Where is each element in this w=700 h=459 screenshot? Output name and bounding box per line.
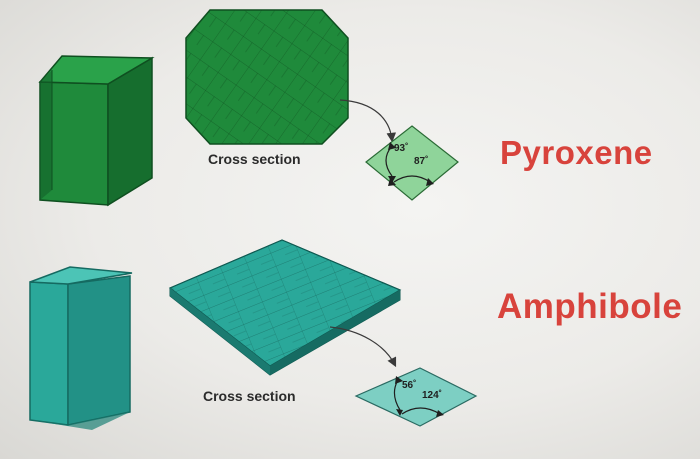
amphibole-cleavage-diamond	[354, 367, 478, 427]
pyroxene-angle-87: 87˚	[414, 156, 429, 167]
amphibole-arrow	[329, 326, 397, 368]
amphibole-angle-124: 124˚	[422, 390, 443, 401]
pyroxene-arrow	[339, 99, 397, 143]
amphibole-title: Amphibole	[497, 287, 683, 326]
pyroxene-angle-93: 93˚	[394, 143, 409, 154]
pyroxene-cleavage-diamond	[365, 125, 459, 201]
pyroxene-title: Pyroxene	[500, 134, 653, 171]
pyroxene-cross-section-label: Cross section	[208, 151, 301, 167]
pyroxene-cross-section-block	[185, 9, 349, 145]
amphibole-cross-section-block	[168, 239, 402, 376]
amphibole-angle-56: 56˚	[402, 380, 417, 391]
amphibole-cross-section-label: Cross section	[203, 388, 296, 404]
amphibole-prism	[29, 266, 133, 430]
pyroxene-prism	[38, 55, 155, 207]
